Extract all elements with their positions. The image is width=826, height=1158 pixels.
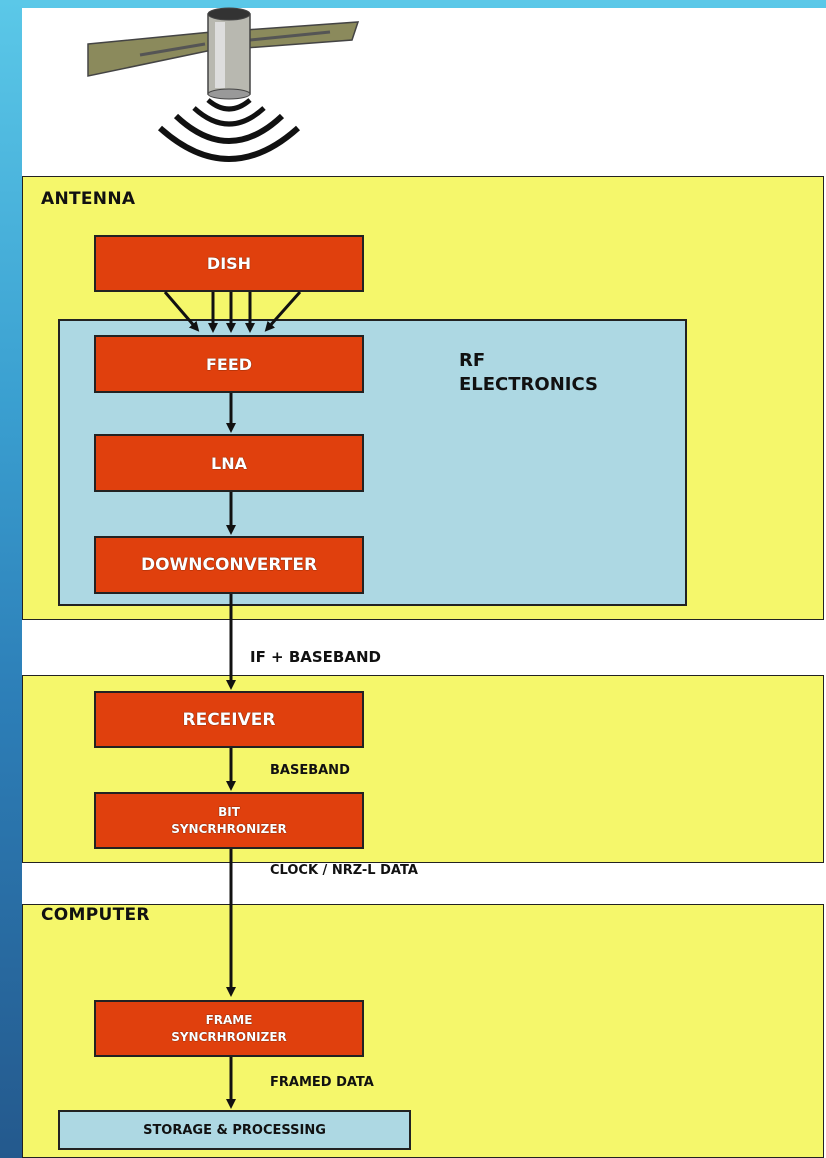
link-label-clock-nrz: CLOCK / NRZ-L DATA <box>270 863 418 878</box>
feed-block: FEED <box>94 335 364 393</box>
antenna-zone-label: ANTENNA <box>41 189 136 209</box>
link-label-baseband: BASEBAND <box>270 763 350 778</box>
receiver-block: RECEIVER <box>94 691 364 748</box>
storage-processing-block: STORAGE & PROCESSING <box>58 1110 411 1150</box>
bit-synchronizer-block: BIT SYNCRHRONIZER <box>94 792 364 849</box>
downconverter-block: DOWNCONVERTER <box>94 536 364 594</box>
satellite-icon <box>87 7 360 100</box>
lna-block: LNA <box>94 434 364 492</box>
frame-sync-block: FRAME SYNCRHRONIZER <box>94 1000 364 1057</box>
link-label-framed-data: FRAMED DATA <box>270 1075 374 1090</box>
rf-electronics-label: RF ELECTRONICS <box>459 350 598 395</box>
link-label-if-baseband: IF + BASEBAND <box>250 648 381 666</box>
radio-waves-icon <box>157 98 301 162</box>
dish-block: DISH <box>94 235 364 292</box>
computer-zone-label: COMPUTER <box>41 905 150 925</box>
